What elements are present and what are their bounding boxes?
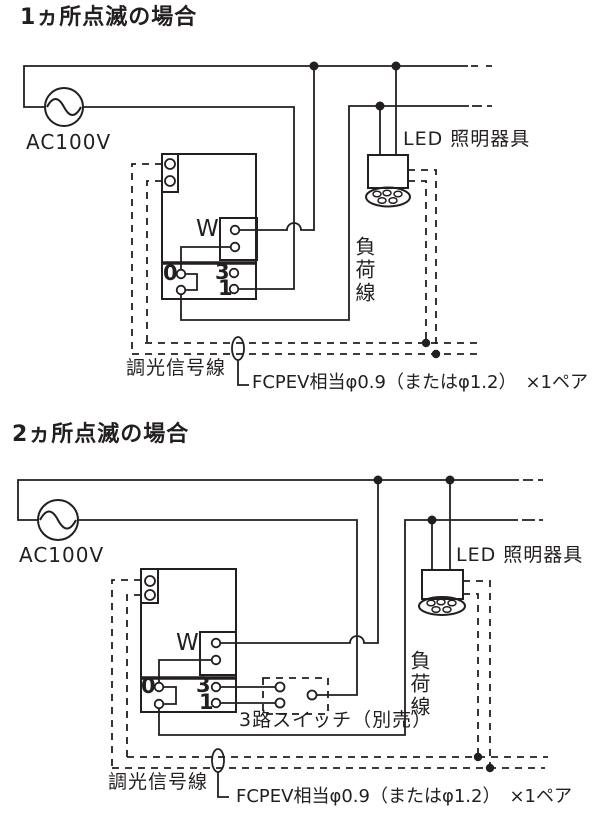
wire-w-terminal-to-top — [239, 66, 315, 231]
diagram2-led-label: LED 照明器具 — [456, 544, 584, 566]
wire-power-to-terminal1 — [83, 106, 295, 290]
wire-power-to-switch — [78, 519, 358, 696]
switch-terminal — [274, 681, 286, 693]
diagram1-title: 1ヵ所点滅の場合 — [20, 5, 198, 30]
diagram1-terminal-3-label: 3 — [215, 260, 230, 284]
diagram2-circuit — [17, 475, 548, 798]
terminal-3 — [228, 267, 240, 279]
diagram1-terminal-0-label: 0 — [163, 261, 178, 285]
signal-wiring-dashed — [111, 579, 548, 769]
signal-wiring-dashed — [131, 163, 482, 355]
cable-note-callout — [237, 360, 249, 386]
wire-load-line — [180, 105, 469, 321]
terminal-0-top — [175, 268, 187, 280]
ac-sine-icon — [46, 98, 82, 116]
junction-dot — [373, 475, 383, 485]
switch-terminal — [274, 697, 286, 709]
junction-dot — [473, 752, 483, 762]
junction-dot — [445, 475, 455, 485]
diagram2-terminal-w-label: W — [176, 630, 199, 656]
diagram2-load-label: 負荷線 — [407, 650, 431, 719]
junction-dot — [427, 515, 437, 525]
diagram1-circuit — [23, 61, 492, 386]
led-fixture-icon — [421, 569, 464, 600]
led-lamp-icon — [365, 186, 411, 208]
switch-terminal — [306, 689, 318, 701]
dimmer-signal-terminal-box — [140, 568, 159, 604]
diagram1-signal-label: 調光信号線 — [126, 357, 227, 379]
fixture-signal-wire-a — [408, 169, 437, 354]
wire-w-terminal-to-top — [220, 480, 379, 644]
junction-dot — [391, 61, 401, 71]
signal-wire-inner — [146, 180, 162, 343]
diagram1-cable-note: FCPEV相当φ0.9（またはφ1.2） ×1ペア — [252, 372, 588, 393]
signal-wire-outer — [131, 163, 162, 354]
terminal-0-top — [153, 681, 165, 693]
signal-wire-inner — [126, 594, 141, 757]
diagram1-ac-label: AC100V — [26, 130, 112, 154]
diagram1-terminal-w-label: W — [196, 216, 219, 242]
wire-jumper-0 — [185, 273, 198, 291]
wire-3-1-to-switch — [220, 686, 275, 704]
three-way-switch-box — [262, 677, 329, 715]
dimmer-signal-terminal-box — [161, 153, 179, 193]
signal-terminal — [144, 589, 156, 601]
led-fixture-icon — [367, 154, 409, 189]
junction-dot — [431, 349, 441, 359]
led-lamp-icon — [418, 596, 466, 616]
wire-power-top — [23, 65, 468, 108]
junction-dot — [375, 101, 385, 111]
junction-dot — [421, 338, 431, 348]
terminal-w-top — [210, 637, 222, 649]
terminal-w-bottom — [210, 654, 222, 666]
terminal-w-bottom — [229, 241, 241, 253]
diagram1-terminal-1-label: 1 — [218, 276, 233, 300]
terminal-0-bottom — [175, 284, 187, 296]
signal-terminal — [144, 575, 156, 587]
diagram2-terminal-3-label: 3 — [196, 673, 211, 697]
junction-dot — [309, 61, 319, 71]
fixture-signal-wire-a — [463, 580, 491, 768]
terminal-1 — [210, 697, 222, 709]
wire-jumper-0 — [163, 686, 177, 705]
diagram2-cable-note: FCPEV相当φ0.9（またはφ1.2） ×1ペア — [236, 786, 572, 807]
diagram2-ac-label: AC100V — [19, 543, 105, 567]
diagram2-terminal-1-label: 1 — [199, 690, 214, 714]
fixture-signal-wire-b — [408, 180, 427, 343]
diagram1-led-label: LED 照明器具 — [403, 128, 531, 150]
ac-sine-icon — [39, 510, 77, 530]
wire-load-line — [158, 519, 518, 736]
wire-power-top — [17, 479, 519, 521]
terminal-0-bottom — [153, 698, 165, 710]
dimmer-w-terminal-box — [199, 631, 237, 676]
wire-w-bottom-to-0 — [158, 659, 212, 683]
fixture-signal-wire-b — [463, 593, 479, 757]
diagram2-switch-label: 3路スイッチ（別売） — [239, 709, 433, 731]
terminal-w-top — [229, 224, 241, 236]
terminal-1 — [228, 283, 240, 295]
terminal-3 — [210, 681, 222, 693]
signal-wire-outer — [111, 579, 141, 768]
signal-terminal — [164, 158, 176, 170]
dimmer-w-terminal-box — [219, 217, 258, 261]
led-lamp-dots — [426, 598, 457, 614]
diagram1-load-label: 負荷線 — [352, 236, 376, 305]
led-lamp-dots — [372, 189, 403, 205]
signal-terminal — [164, 175, 176, 187]
diagram2-title: 2ヵ所点滅の場合 — [12, 422, 190, 447]
cable-pair-marker — [231, 336, 245, 361]
junction-dot — [485, 763, 495, 773]
cable-note-callout — [217, 772, 229, 798]
diagram2-terminal-0-label: 0 — [141, 674, 156, 698]
diagram2-signal-label: 調光信号線 — [108, 771, 209, 793]
